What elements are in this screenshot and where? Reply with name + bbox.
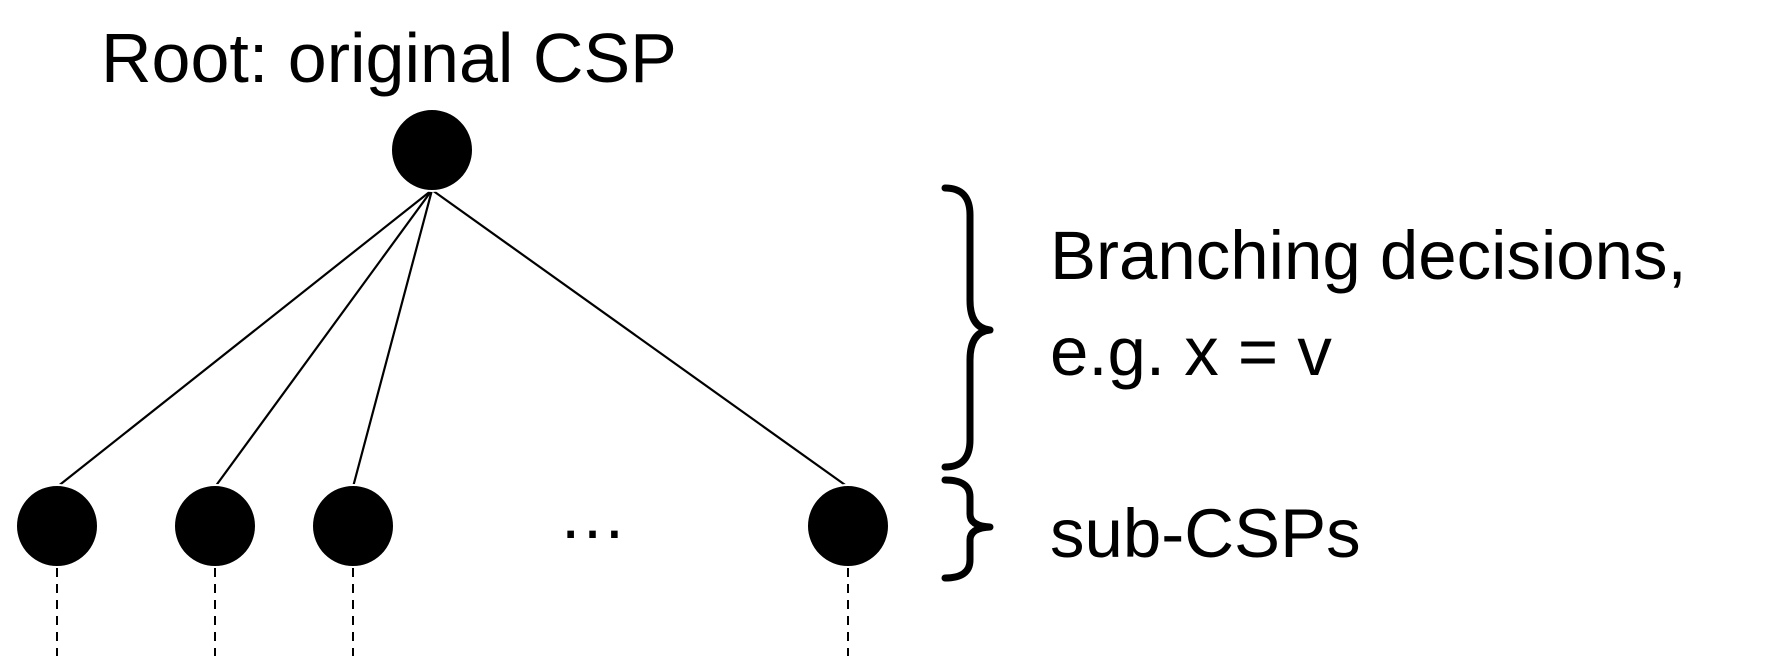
edge-root-child-2 — [214, 189, 433, 488]
tree-edges — [56, 189, 849, 488]
continuation-lines — [56, 568, 849, 656]
branching-brace — [941, 184, 994, 471]
child-node-1 — [15, 484, 99, 568]
root-node — [390, 108, 474, 192]
ellipsis: … — [558, 476, 627, 553]
edge-root-child-3 — [351, 189, 434, 488]
child-node-last — [806, 484, 890, 568]
branching-label-line1: Branching decisions, — [1050, 217, 1687, 294]
child-nodes — [15, 484, 890, 568]
root-label: Root: original CSP — [101, 19, 677, 97]
branching-label-line2: e.g. x = v — [1050, 313, 1332, 390]
child-node-3 — [311, 484, 395, 568]
edge-root-child-1 — [56, 189, 433, 488]
edge-root-child-last — [431, 189, 849, 488]
subcsp-brace — [941, 476, 994, 582]
subcsp-label: sub-CSPs — [1050, 495, 1361, 572]
child-node-2 — [173, 484, 257, 568]
